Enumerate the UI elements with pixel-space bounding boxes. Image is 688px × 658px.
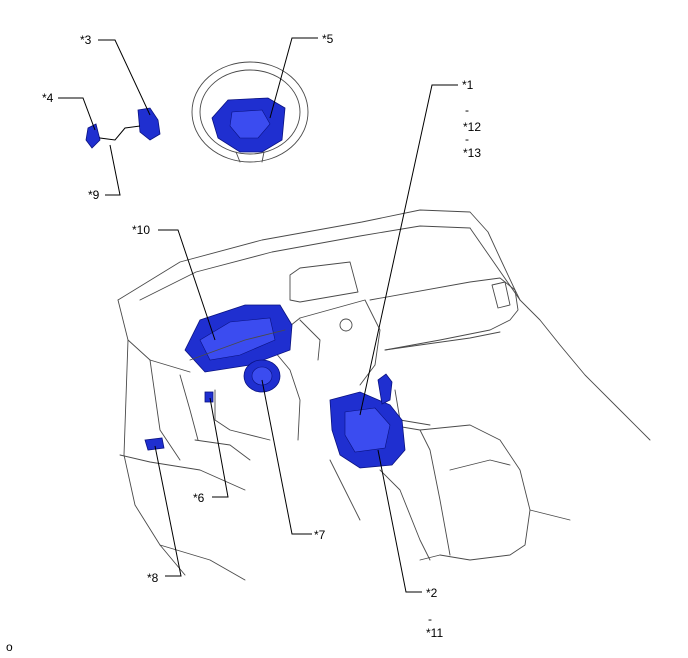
callout-12: *12 — [463, 120, 482, 134]
part-6-connector — [204, 391, 214, 403]
callout-dash-2: - — [465, 132, 469, 146]
callout-4: *4 — [42, 91, 54, 105]
leader-lines — [58, 37, 458, 593]
steering-wheel — [191, 61, 309, 163]
shift-lever-assembly — [329, 373, 406, 469]
callout-dash-1: - — [465, 103, 469, 117]
callout-7: *7 — [314, 528, 326, 542]
callout-5: *5 — [322, 32, 334, 46]
dashboard-outline — [117, 209, 651, 581]
callout-1: *1 — [462, 78, 474, 92]
callout-11: *11 — [426, 626, 444, 640]
callout-dash-3: - — [428, 612, 432, 626]
callout-3: *3 — [80, 33, 92, 47]
callout-9: *9 — [88, 188, 100, 202]
callout-13: *13 — [463, 146, 482, 160]
combination-meter — [184, 304, 293, 373]
corner-mark: o — [6, 640, 13, 654]
part-8-connector — [144, 437, 165, 451]
callout-2: *2 — [426, 586, 438, 600]
steering-column-switch — [243, 359, 281, 393]
spiral-cable-harness — [85, 107, 161, 149]
callout-8: *8 — [147, 571, 159, 585]
callout-10: *10 — [132, 223, 151, 237]
callout-6: *6 — [193, 491, 205, 505]
